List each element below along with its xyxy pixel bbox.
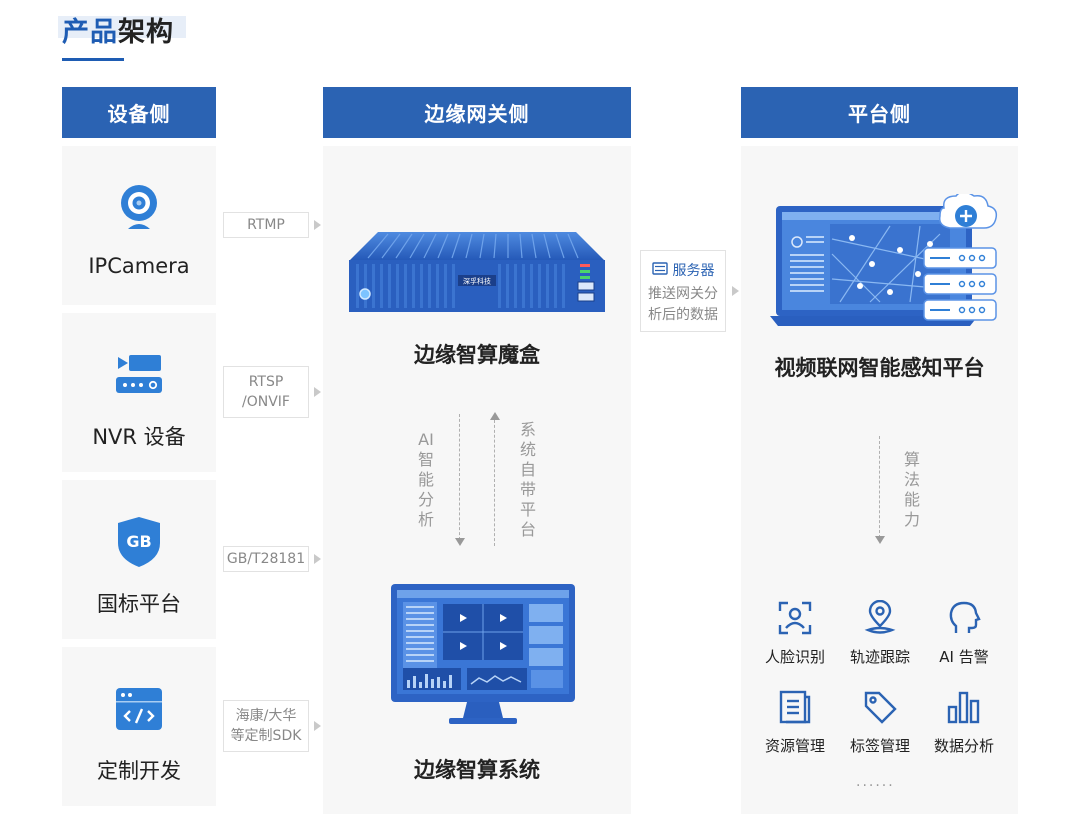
server-icon [651,261,668,279]
up-dashed-line [494,420,495,546]
more-dots: ······ [856,778,895,794]
algorithm-flow-label: 算法能力 [903,450,920,529]
tag-icon [862,687,898,727]
feature-resource: 资源管理 [755,687,835,756]
feature-ai-alert: AI 告警 [924,598,1004,667]
location-track-icon [862,598,898,638]
server-tag: 服务器 推送网关分 析后的数据 [640,250,726,332]
device-card-custom: 定制开发 [62,647,216,806]
protocol-line: 等定制SDK [230,728,302,744]
protocol-tag-sdk: 海康/大华 等定制SDK [223,700,309,752]
feature-label: 数据分析 [933,737,994,755]
device-label: NVR 设备 [92,425,186,449]
device-card-ipcamera: IPCamera [62,146,216,305]
title-highlight [58,16,186,38]
nvr-icon [114,347,164,403]
arrow-up-icon [490,412,500,420]
server-tag-line: 析后的数据 [648,307,718,323]
code-window-icon [115,681,163,737]
svg-text:GB: GB [126,532,151,551]
platform-label: 视频联网智能感知平台 [774,356,985,380]
gb-shield-icon: GB [116,514,162,570]
feature-label: 标签管理 [849,737,910,755]
server-tag-title: 服务器 [672,263,715,279]
platform-column-header: 平台侧 [741,87,1018,138]
arrow-icon [314,721,321,731]
feature-track: 轨迹跟踪 [840,598,920,667]
device-label: IPCamera [88,254,190,278]
feature-label: 人脸识别 [764,648,825,666]
device-label: 定制开发 [97,759,181,783]
protocol-tag-rtmp: RTMP [223,212,309,238]
arrow-icon [314,387,321,397]
protocol-line: RTSP [248,374,284,390]
arrow-icon [314,220,321,230]
webcam-icon [118,180,160,236]
ai-analysis-flow-label: AI智能分析 [417,430,434,529]
protocol-line: GB/T28181 [226,551,306,567]
page-title: 产品架构 [62,14,174,52]
protocol-tag-gb: GB/T28181 [223,546,309,572]
feature-data-analysis: 数据分析 [924,687,1004,756]
edge-box-image: 深孚科技 [348,230,606,318]
edge-box-label: 边缘智算魔盒 [414,343,540,367]
ai-head-icon [946,598,982,638]
box-brand: 深孚科技 [463,277,491,286]
device-label: 国标平台 [97,592,181,616]
face-scan-icon [777,598,813,638]
edge-system-monitor-image [389,582,577,732]
feature-label: 轨迹跟踪 [849,648,910,666]
protocol-tag-rtsp: RTSP /ONVIF [223,366,309,418]
arrow-icon [314,554,321,564]
arrow-down-icon [455,538,465,546]
device-column-header: 设备侧 [62,87,216,138]
system-platform-flow-label: 系统自带平台 [519,420,536,539]
protocol-line: /ONVIF [242,394,290,410]
document-list-icon [777,687,813,727]
device-card-gb: GB 国标平台 [62,480,216,639]
gateway-column-header: 边缘网关侧 [323,87,631,138]
protocol-line: RTMP [247,217,285,233]
device-card-nvr: NVR 设备 [62,313,216,472]
edge-system-label: 边缘智算系统 [414,758,540,782]
title-part-2: 架构 [118,17,174,48]
feature-label: AI 告警 [939,648,989,666]
feature-label: 资源管理 [764,737,825,755]
platform-laptop-image [770,191,1000,334]
protocol-line: 海康/大华 [235,708,297,724]
server-tag-line: 推送网关分 [648,286,718,302]
arrow-down-icon [875,536,885,544]
algorithm-dashed-line [879,436,880,538]
title-part-1: 产品 [62,17,118,48]
arrow-icon [732,286,739,296]
bar-chart-icon [946,687,982,727]
feature-face-recognition: 人脸识别 [755,598,835,667]
feature-tag: 标签管理 [840,687,920,756]
title-underline [62,58,124,61]
down-dashed-line [459,414,460,540]
